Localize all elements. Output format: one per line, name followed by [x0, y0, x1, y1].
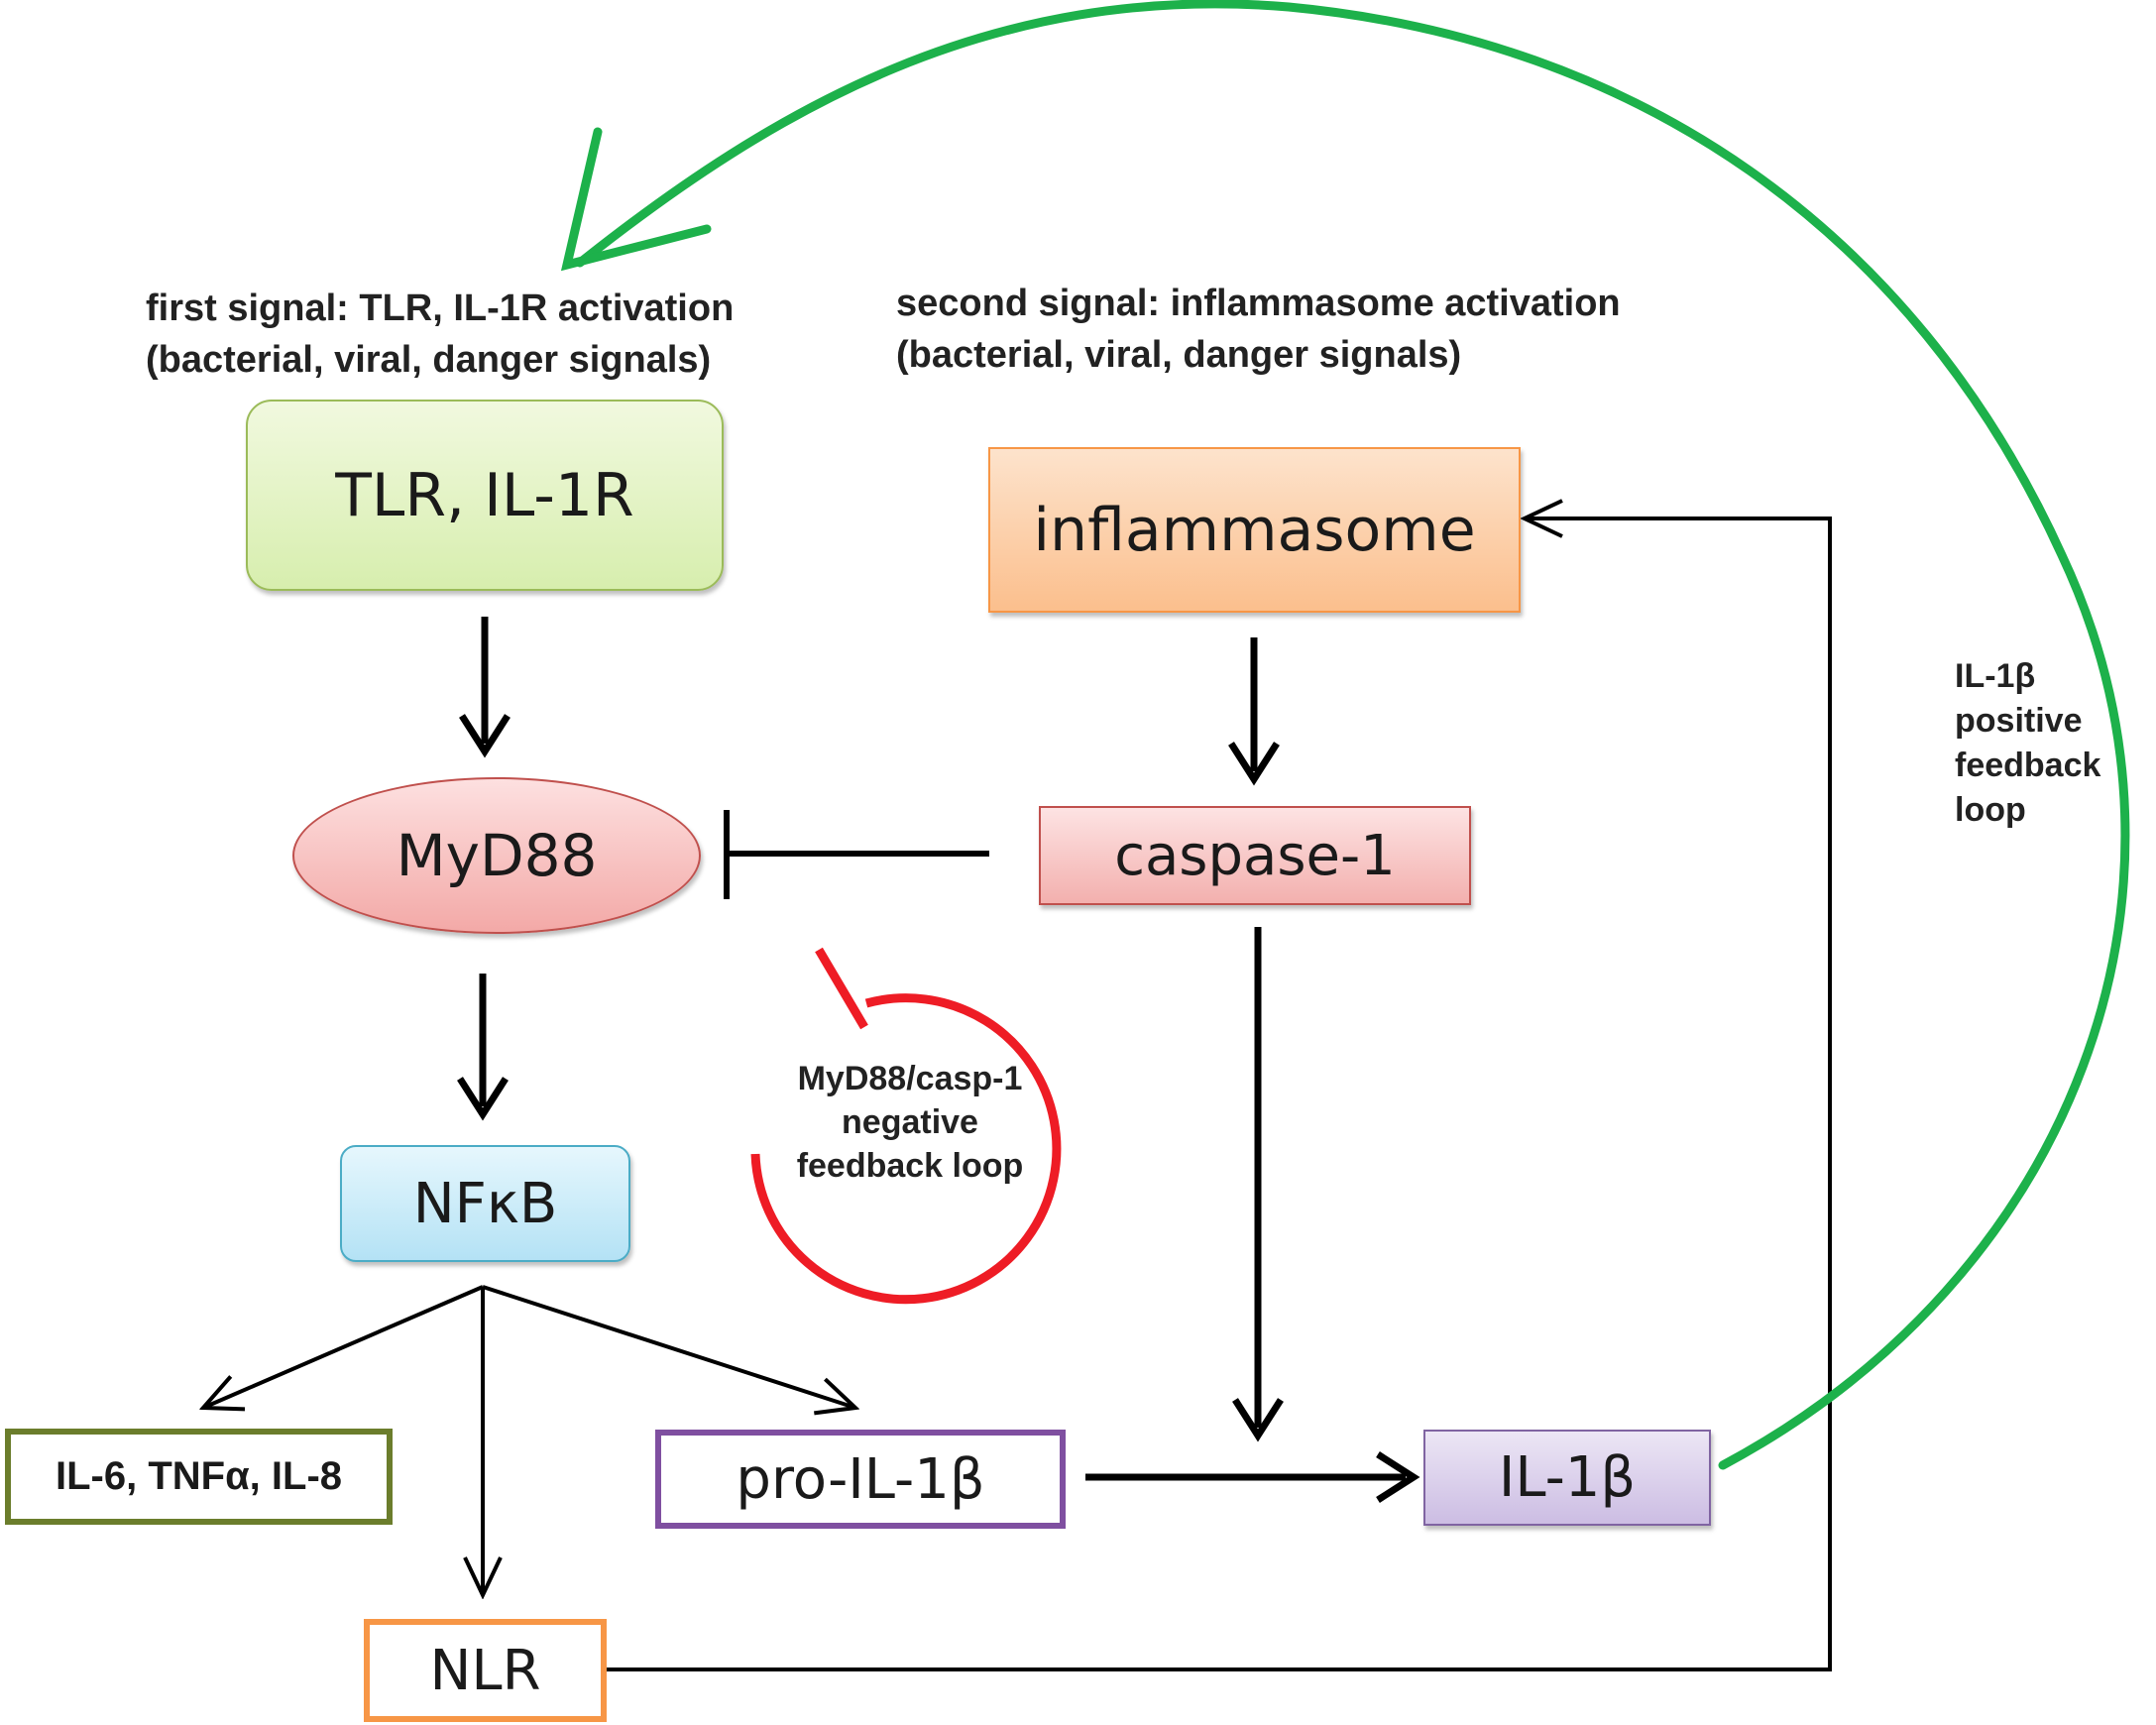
nlr-node: NLR	[364, 1619, 607, 1722]
arrow-nlr-to-inflammasome	[607, 518, 1832, 1671]
negative-feedback-line3: feedback loop	[796, 1147, 1024, 1185]
cytokines-node: IL-6, TNFα, IL-8	[5, 1429, 393, 1525]
second-signal-label: second signal: inflammasome activation (…	[896, 278, 1621, 381]
inhibition-caspase-to-myd88	[724, 810, 989, 899]
negative-feedback-label: MyD88/casp-1 negative feedback loop	[761, 1057, 1059, 1188]
negative-feedback-loop-arc	[750, 947, 1062, 1305]
positive-feedback-label: IL-1β positive feedback loop	[1955, 654, 2100, 833]
first-signal-line2: (bacterial, viral, danger signals)	[146, 339, 712, 381]
arrow-proil1b-to-il1b	[1085, 1451, 1420, 1503]
second-signal-line1: second signal: inflammasome activation	[896, 283, 1621, 324]
positive-feedback-line2: positive	[1955, 702, 2083, 740]
arrow-nfkb-to-cytokines	[203, 1285, 484, 1408]
positive-feedback-line3: feedback	[1955, 747, 2101, 784]
second-signal-line2: (bacterial, viral, danger signals)	[896, 334, 1462, 376]
positive-feedback-line4: loop	[1955, 791, 2026, 829]
il1b-node: IL-1β	[1423, 1430, 1711, 1526]
positive-feedback-line1: IL-1β	[1955, 657, 2036, 695]
inflammasome-node: inflammasome	[988, 447, 1521, 613]
first-signal-label: first signal: TLR, IL-1R activation (bac…	[146, 283, 734, 386]
negative-feedback-line1: MyD88/casp-1	[797, 1060, 1023, 1097]
arrow-inflammasome-to-caspase	[1228, 637, 1280, 786]
arrow-caspase-to-il1b-junction	[1232, 927, 1284, 1442]
pro-il1b-node: pro-IL-1β	[655, 1430, 1066, 1529]
arrow-nfkb-to-proil1b	[482, 1285, 855, 1408]
negative-feedback-line2: negative	[842, 1103, 978, 1141]
positive-feedback-loop-arc	[560, 0, 2130, 1470]
first-signal-line1: first signal: TLR, IL-1R activation	[146, 288, 735, 329]
tlr-il1r-node: TLR, IL-1R	[246, 400, 724, 591]
myd88-node: MyD88	[292, 777, 701, 934]
arrow-tlr-to-myd88	[459, 617, 511, 758]
nfkb-node: NFκB	[340, 1145, 630, 1262]
caspase-1-node: caspase-1	[1039, 806, 1471, 905]
arrow-myd88-to-nfkb	[457, 974, 509, 1121]
